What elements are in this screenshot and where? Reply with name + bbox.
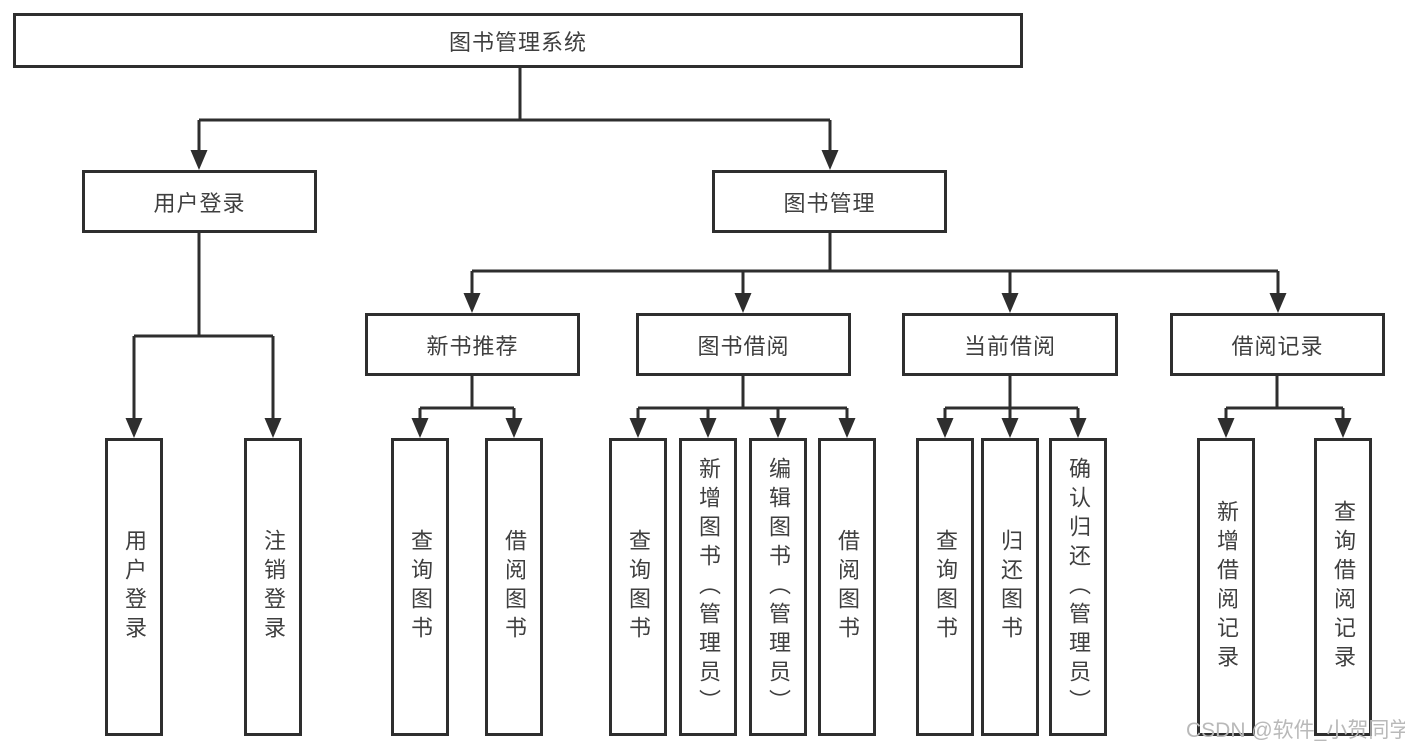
leaf-label: 查询借阅记录 xyxy=(1331,500,1356,674)
node-book-borrowing: 图书借阅 xyxy=(636,313,851,376)
arrowhead-icons xyxy=(936,418,1087,438)
leaf-edit-books-admin: 编辑图书（管理员） xyxy=(749,438,807,736)
leaf-query-books: 查询图书 xyxy=(391,438,449,736)
leaf-borrow-books: 借阅图书 xyxy=(818,438,876,736)
leaf-user-login: 用户登录 xyxy=(105,438,163,736)
node-current-borrowing: 当前借阅 xyxy=(902,313,1118,376)
connector-user-login-to-leaves xyxy=(125,233,282,438)
arrowhead-icons xyxy=(1217,418,1352,438)
leaf-borrow-books: 借阅图书 xyxy=(485,438,543,736)
node-label: 图书借阅 xyxy=(697,333,790,359)
leaf-query-books: 查询图书 xyxy=(609,438,667,736)
leaf-confirm-return-admin: 确认归还（管理员） xyxy=(1049,438,1107,736)
arrowhead-icons xyxy=(190,150,839,170)
leaf-query-books: 查询图书 xyxy=(916,438,974,736)
connector-root-to-level2 xyxy=(190,68,839,170)
leaf-return-books: 归还图书 xyxy=(981,438,1039,736)
node-book-management: 图书管理 xyxy=(712,170,947,233)
leaf-query-borrow-record: 查询借阅记录 xyxy=(1314,438,1372,736)
leaf-add-books-admin: 新增图书（管理员） xyxy=(679,438,737,736)
node-label: 图书管理 xyxy=(783,190,876,216)
leaf-logout: 注销登录 xyxy=(244,438,302,736)
leaf-add-borrow-record: 新增借阅记录 xyxy=(1197,438,1255,736)
leaf-label: 确认归还（管理员） xyxy=(1066,456,1091,718)
connector-current-borrow-to-leaves xyxy=(936,376,1087,438)
connector-new-books-to-leaves xyxy=(411,376,523,438)
node-root-system: 图书管理系统 xyxy=(13,13,1023,68)
leaf-label: 新增图书（管理员） xyxy=(696,456,721,718)
node-root-label: 图书管理系统 xyxy=(448,29,587,55)
node-label: 当前借阅 xyxy=(963,333,1056,359)
connector-book-borrow-to-leaves xyxy=(629,376,856,438)
leaf-label: 归还图书 xyxy=(998,529,1023,645)
leaf-label: 借阅图书 xyxy=(835,529,860,645)
leaf-label: 新增借阅记录 xyxy=(1214,500,1239,674)
node-borrowing-records: 借阅记录 xyxy=(1170,313,1385,376)
arrowhead-icons xyxy=(411,418,523,438)
arrowhead-icons xyxy=(463,293,1287,313)
leaf-label: 查询图书 xyxy=(933,529,958,645)
arrowhead-icons xyxy=(125,418,282,438)
node-label: 用户登录 xyxy=(153,190,246,216)
node-label: 借阅记录 xyxy=(1231,333,1324,359)
leaf-label: 查询图书 xyxy=(408,529,433,645)
connector-book-mgmt-to-level3 xyxy=(463,233,1287,313)
node-user-login: 用户登录 xyxy=(82,170,317,233)
csdn-watermark: CSDN @软件_小贺同学 xyxy=(1186,719,1405,742)
arrowhead-icons xyxy=(629,418,856,438)
leaf-label: 查询图书 xyxy=(626,529,651,645)
leaf-label: 借阅图书 xyxy=(502,529,527,645)
leaf-label: 注销登录 xyxy=(261,529,286,645)
node-label: 新书推荐 xyxy=(426,333,519,359)
connector-borrow-records-to-leaves xyxy=(1217,376,1352,438)
node-new-book-recommend: 新书推荐 xyxy=(365,313,580,376)
leaf-label: 编辑图书（管理员） xyxy=(766,456,791,718)
leaf-label: 用户登录 xyxy=(122,529,147,645)
